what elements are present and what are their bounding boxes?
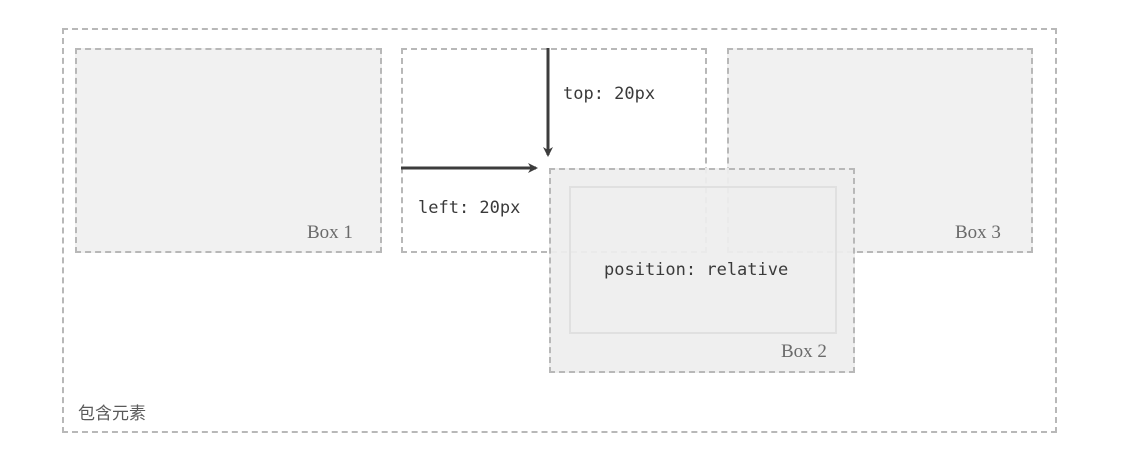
containing-element-label: 包含元素	[78, 404, 146, 424]
position-relative-text: position: relative	[604, 260, 789, 280]
left-offset-label: left: 20px	[418, 198, 521, 218]
box-2-relative	[549, 168, 855, 373]
box-2-label: Box 2	[781, 341, 827, 362]
box-1-label: Box 1	[307, 222, 353, 243]
top-offset-label: top: 20px	[563, 84, 656, 104]
box-1	[75, 48, 382, 253]
containing-element	[62, 28, 1057, 433]
box-3-label: Box 3	[955, 222, 1001, 243]
box-2-inner-frame	[569, 186, 837, 334]
